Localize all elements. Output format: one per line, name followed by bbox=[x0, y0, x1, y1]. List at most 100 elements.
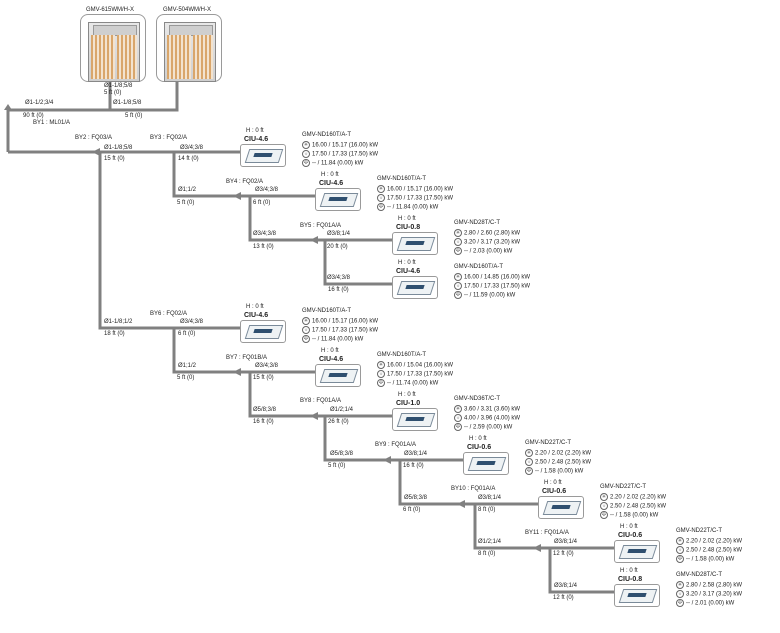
snowflake-icon: ✳ bbox=[600, 493, 608, 501]
sun-icon: ☼ bbox=[454, 414, 462, 422]
iu-heating-row: ☼17.50 / 17.33 (17.50) kW bbox=[302, 150, 378, 159]
by4-down-pipe-length: 13 ft (0) bbox=[253, 244, 274, 250]
iu-name: CIU-0.6 bbox=[542, 488, 567, 495]
by8-down-pipe-length: 5 ft (0) bbox=[328, 463, 346, 469]
iu-fan-row: ✣-- / 2.03 (0.00) kW bbox=[454, 247, 512, 256]
snowflake-icon: ✳ bbox=[454, 273, 462, 281]
cassette-unit-icon bbox=[614, 584, 660, 607]
main-pipe-size: Ø1-1/2;3/4 bbox=[25, 100, 54, 106]
iu-name: CIU-0.6 bbox=[467, 444, 492, 451]
pipe-by3-down bbox=[172, 152, 315, 198]
by4-label: BY4 : FQ02/A bbox=[226, 179, 264, 185]
iu-cooling: 16.00 / 14.85 (16.00) kW bbox=[464, 274, 531, 281]
pipe-by10-down bbox=[473, 504, 614, 550]
trunk2-pipe-size: Ø1-1/8;1/2 bbox=[104, 319, 133, 325]
iu-cooling-row: ✳16.00 / 15.17 (16.00) kW bbox=[302, 317, 378, 326]
by6-down-pipe-size: Ø1;1/2 bbox=[178, 363, 197, 369]
iu-height: H : 0 ft bbox=[321, 172, 339, 178]
iu-model: GMV-ND160T/A-T bbox=[454, 264, 504, 270]
fan-icon: ✣ bbox=[302, 159, 310, 167]
iu-heating: 3.20 / 3.17 (3.20) kW bbox=[686, 591, 743, 598]
sun-icon: ☼ bbox=[377, 194, 385, 202]
iu-name: CIU-4.6 bbox=[319, 356, 344, 363]
fan-icon: ✣ bbox=[377, 379, 385, 387]
by10-down-pipe-length: 8 ft (0) bbox=[478, 551, 496, 557]
by2-label: BY2 : FQ03/A bbox=[75, 135, 113, 141]
iu-heating-row: ☼2.50 / 2.48 (2.50) kW bbox=[676, 546, 742, 555]
odu2-pipe-size: Ø1-1/8;5/8 bbox=[113, 100, 142, 106]
pipe-by6-down bbox=[172, 328, 315, 374]
by5-pipe-length: 20 ft (0) bbox=[327, 244, 348, 250]
iu-cooling: 2.80 / 2.60 (2.80) kW bbox=[464, 230, 521, 237]
iu-fan-row: ✣-- / 1.58 (0.00) kW bbox=[600, 511, 658, 520]
iu-heating-row: ☼2.50 / 2.48 (2.50) kW bbox=[525, 458, 591, 467]
snowflake-icon: ✳ bbox=[454, 405, 462, 413]
iu-fan-row: ✣-- / 11.74 (0.00) kW bbox=[377, 379, 438, 388]
arrow-by10 bbox=[457, 500, 465, 508]
iu-model: GMV-ND160T/A-T bbox=[377, 176, 427, 182]
iu-model: GMV-ND160T/A-T bbox=[302, 132, 352, 138]
iu-height: H : 0 ft bbox=[246, 128, 264, 134]
iu-fan: -- / 11.84 (0.00) kW bbox=[312, 336, 364, 343]
by11-down-pipe-size: Ø3/8;1/4 bbox=[554, 583, 578, 589]
iu-cooling: 16.00 / 15.17 (16.00) kW bbox=[312, 318, 379, 325]
pipe-by4-down bbox=[248, 196, 392, 242]
odu2-pipe-length: 5 ft (0) bbox=[125, 113, 143, 119]
by5-label: BY5 : FQ01A/A bbox=[300, 223, 342, 229]
by9-down-pipe-size: Ø5/8;3/8 bbox=[404, 495, 428, 501]
iu-fan-row: ✣-- / 2.01 (0.00) kW bbox=[676, 599, 734, 608]
iu-fan-row: ✣-- / 1.58 (0.00) kW bbox=[676, 555, 734, 564]
iu-height: H : 0 ft bbox=[469, 436, 487, 442]
by9-label: BY9 : FQ01A/A bbox=[375, 442, 417, 448]
snowflake-icon: ✳ bbox=[454, 229, 462, 237]
iu-model: GMV-ND36T/C-T bbox=[454, 396, 501, 402]
iu-heating-row: ☼2.50 / 2.48 (2.50) kW bbox=[600, 502, 666, 511]
iu-name: CIU-0.8 bbox=[618, 576, 643, 583]
by7-pipe-length: 15 ft (0) bbox=[253, 375, 274, 381]
odu2-cabinet bbox=[164, 22, 216, 82]
iu-name: CIU-0.6 bbox=[618, 532, 643, 539]
by9-pipe-size: Ø3/8;1/4 bbox=[404, 451, 428, 457]
iu-cooling: 16.00 / 15.17 (16.00) kW bbox=[312, 142, 379, 149]
iu-heating: 2.50 / 2.48 (2.50) kW bbox=[610, 503, 667, 510]
iu-height: H : 0 ft bbox=[398, 216, 416, 222]
cassette-unit-icon bbox=[392, 232, 438, 255]
iu-name: CIU-0.8 bbox=[396, 224, 421, 231]
iu-height: H : 0 ft bbox=[321, 348, 339, 354]
cassette-unit-icon bbox=[315, 364, 361, 387]
outdoor-unit-1[interactable] bbox=[80, 14, 146, 82]
odu1-pipe-size: Ø1-1/8;5/8 bbox=[104, 83, 133, 89]
iu-name: CIU-4.6 bbox=[244, 312, 269, 319]
cassette-unit-icon bbox=[463, 452, 509, 475]
cassette-unit-icon bbox=[240, 144, 286, 167]
sun-icon: ☼ bbox=[454, 282, 462, 290]
arrow-by4 bbox=[233, 192, 241, 200]
iu-fan-row: ✣-- / 11.84 (0.00) kW bbox=[302, 159, 363, 168]
pipe-odu1 bbox=[6, 79, 112, 152]
iu-fan: -- / 11.74 (0.00) kW bbox=[387, 380, 439, 387]
iu-height: H : 0 ft bbox=[398, 260, 416, 266]
outdoor-unit-2[interactable] bbox=[156, 14, 222, 82]
iu-cooling-row: ✳2.20 / 2.02 (2.20) kW bbox=[600, 493, 666, 502]
by4-pipe-size: Ø3/4;3/8 bbox=[255, 187, 279, 193]
sun-icon: ☼ bbox=[377, 370, 385, 378]
sun-icon: ☼ bbox=[302, 150, 310, 158]
by9-pipe-length: 16 ft (0) bbox=[403, 463, 424, 469]
cassette-unit-icon bbox=[392, 276, 438, 299]
odu1-pipe-length: 5 ft (0) bbox=[104, 90, 122, 96]
trunk2-pipe-length: 18 ft (0) bbox=[104, 331, 125, 337]
iu-name: CIU-1.0 bbox=[396, 400, 421, 407]
pipe-by5-down bbox=[323, 240, 392, 286]
iu-fan-row: ✣-- / 1.58 (0.00) kW bbox=[525, 467, 583, 476]
iu-cooling-row: ✳2.20 / 2.02 (2.20) kW bbox=[676, 537, 742, 546]
by3-pipe-length: 14 ft (0) bbox=[178, 156, 199, 162]
sun-icon: ☼ bbox=[676, 590, 684, 598]
iu-model: GMV-ND22T/C-T bbox=[676, 528, 723, 534]
by10-down-pipe-size: Ø1/2;1/4 bbox=[478, 539, 502, 545]
by5-down-pipe-length: 16 ft (0) bbox=[328, 287, 349, 293]
odu2-model-label: GMV-504WM/H-X bbox=[163, 7, 212, 13]
sun-icon: ☼ bbox=[525, 458, 533, 466]
iu-height: H : 0 ft bbox=[544, 480, 562, 486]
iu-fan: -- / 11.84 (0.00) kW bbox=[387, 204, 439, 211]
